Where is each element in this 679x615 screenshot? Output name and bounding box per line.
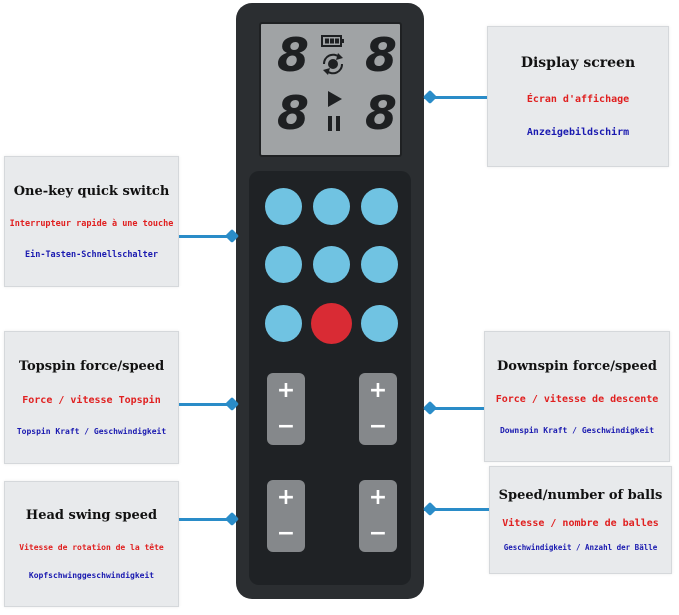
minus-key[interactable]: − (276, 521, 296, 546)
keypad-button-4[interactable] (265, 246, 302, 283)
label-title: Speed/number of balls (498, 487, 663, 503)
label-french: Écran d'affichage (526, 93, 630, 105)
lcd-digit: 8 (277, 86, 310, 140)
plus-key[interactable]: + (368, 378, 388, 403)
connector-anchor-icon (422, 501, 438, 517)
keypad-button-5[interactable] (313, 246, 350, 283)
label-speed-balls: Speed/number of balls Vitesse / nombre d… (489, 466, 672, 574)
label-display-screen: Display screen Écran d'affichage Anzeige… (487, 26, 669, 167)
keypad-button-1[interactable] (265, 188, 302, 225)
label-downspin: Downspin force/speed Force / vitesse de … (484, 331, 670, 462)
label-german: Geschwindigkeit / Anzahl der Bälle (503, 543, 658, 553)
label-german: Topspin Kraft / Geschwindigkeit (16, 427, 167, 436)
label-one-key-switch: One-key quick switch Interrupteur rapide… (4, 156, 179, 287)
label-head-swing: Head swing speed Vitesse de rotation de … (4, 481, 179, 607)
label-french: Force / vitesse de descente (495, 394, 659, 405)
plus-key[interactable]: + (276, 378, 296, 403)
minus-key[interactable]: − (276, 414, 296, 439)
label-title: Display screen (520, 55, 636, 72)
lcd-digit: 8 (365, 86, 398, 140)
label-title: One-key quick switch (13, 183, 170, 199)
lcd-digit: 8 (365, 28, 398, 82)
connector-display (424, 96, 487, 99)
downspin-adjust-rocker[interactable]: + − (359, 373, 397, 445)
lcd-display: 8 8 8 8 (259, 22, 402, 157)
label-french: Vitesse de rotation de la tête (19, 542, 164, 552)
plus-key[interactable]: + (276, 485, 296, 510)
keypad-button-6[interactable] (361, 246, 398, 283)
label-french: Vitesse / nombre de balles (502, 517, 659, 529)
cycle-icon (322, 53, 344, 75)
label-title: Topspin force/speed (18, 359, 165, 374)
plus-key[interactable]: + (368, 485, 388, 510)
keypad-button-2[interactable] (313, 188, 350, 225)
label-french: Force / vitesse Topspin (22, 395, 161, 406)
label-german: Ein-Tasten-Schnellschalter (24, 249, 159, 260)
lcd-digit: 8 (277, 28, 310, 82)
minus-key[interactable]: − (368, 521, 388, 546)
label-title: Downspin force/speed (497, 358, 657, 374)
speed-balls-adjust-rocker[interactable]: + − (359, 480, 397, 552)
label-title: Head swing speed (25, 507, 158, 523)
keypad-button-7[interactable] (265, 305, 302, 342)
label-french: Interrupteur rapide à une touche (9, 219, 174, 229)
topspin-adjust-rocker[interactable]: + − (267, 373, 305, 445)
connector-speed-balls (424, 508, 489, 511)
start-stop-button[interactable] (311, 303, 352, 344)
connector-head-swing (179, 518, 236, 521)
label-german: Anzeigebildschirm (526, 126, 630, 138)
keypad-panel: + − + − + − + − (249, 171, 411, 585)
pause-icon (328, 116, 340, 131)
minus-key[interactable]: − (368, 414, 388, 439)
keypad-button-3[interactable] (361, 188, 398, 225)
connector-anchor-icon (422, 89, 438, 105)
connector-topspin (179, 403, 236, 406)
label-topspin: Topspin force/speed Force / vitesse Tops… (4, 331, 179, 464)
connector-one-key (179, 235, 236, 238)
head-swing-adjust-rocker[interactable]: + − (267, 480, 305, 552)
connector-downspin (424, 407, 484, 410)
label-german: Downspin Kraft / Geschwindigkeit (499, 425, 655, 435)
connector-anchor-icon (422, 400, 438, 416)
play-icon (328, 91, 342, 107)
label-german: Kopfschwinggeschwindigkeit (28, 571, 155, 581)
keypad-button-9[interactable] (361, 305, 398, 342)
battery-icon (321, 35, 344, 47)
